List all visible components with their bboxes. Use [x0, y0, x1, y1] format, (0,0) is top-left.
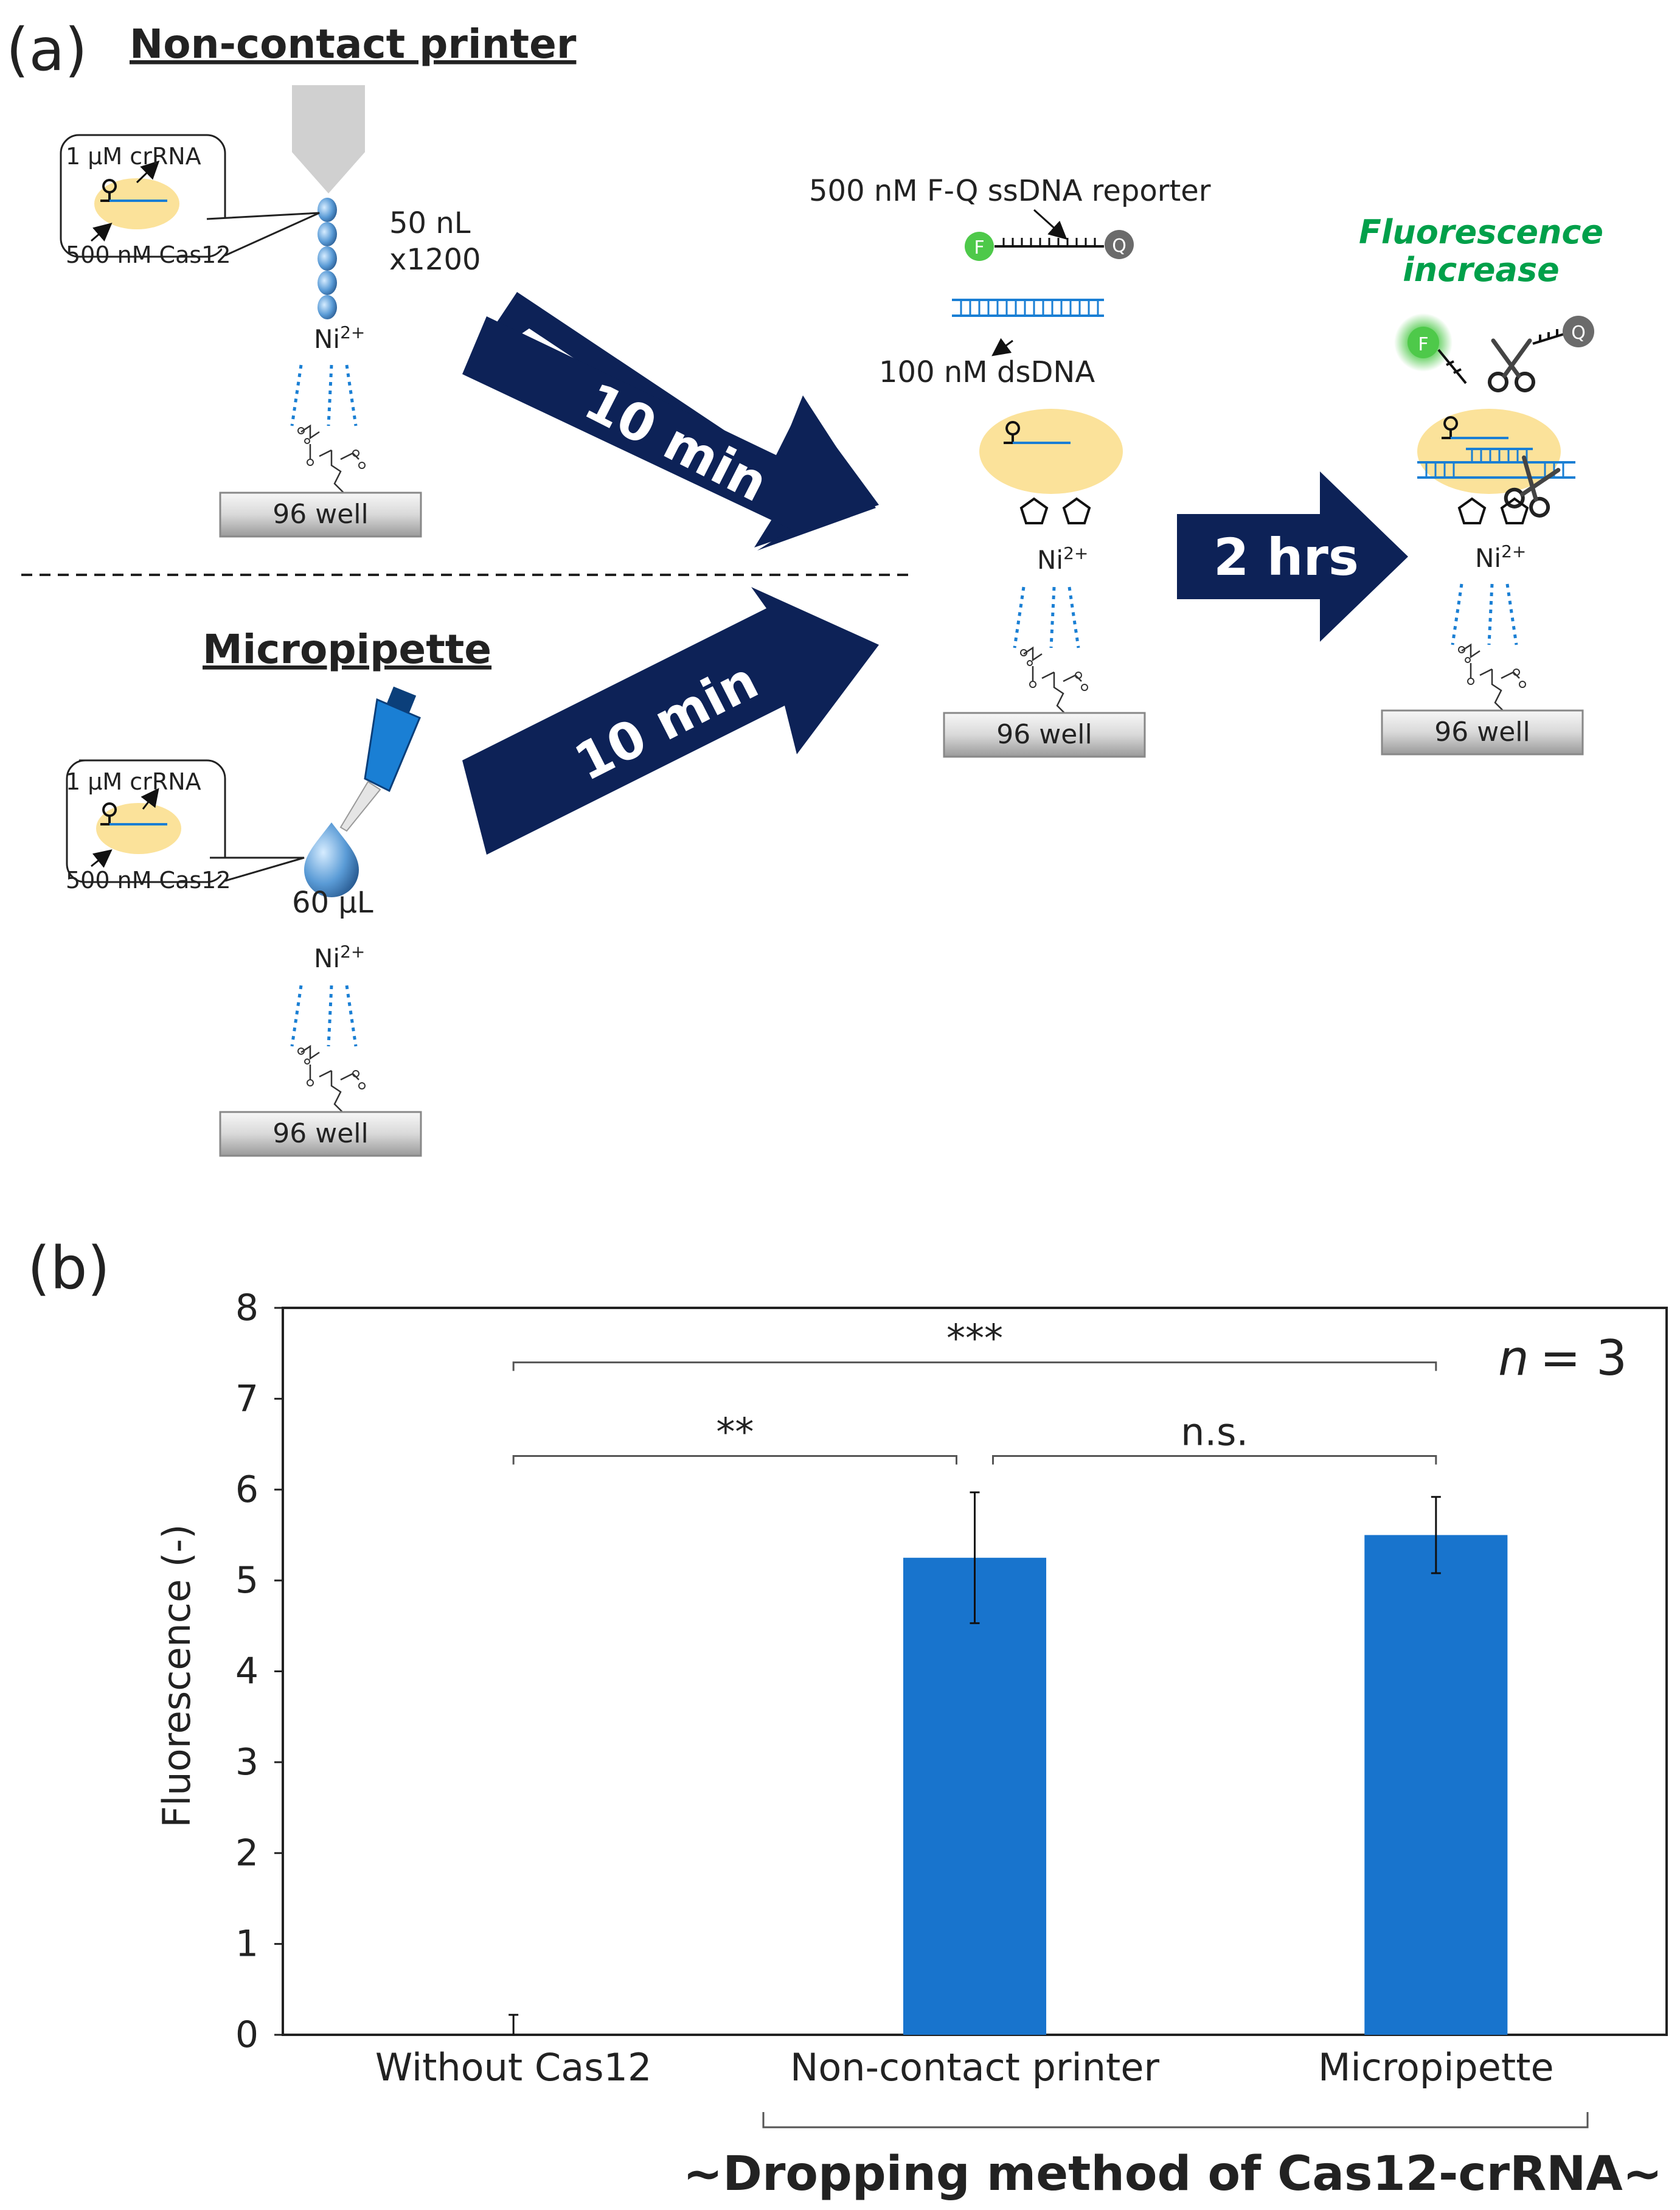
reporter-label: 500 nM F-Q ssDNA reporter [809, 174, 1211, 208]
significance-bracket [512, 1454, 957, 1465]
bars [509, 1491, 1508, 2035]
arrow-2hrs: 2 hrs [1177, 471, 1408, 642]
reagent-callout-bottom: 1 µM crRNA 500 nM Cas12 [66, 759, 305, 894]
crrna-label-bottom: 1 µM crRNA [66, 768, 201, 795]
y-tick-label: 7 [235, 1377, 259, 1420]
svg-text:Q: Q [1571, 322, 1586, 344]
cas12-label-top: 500 nM Cas12 [66, 242, 231, 268]
panel-a-label: (a) [6, 16, 88, 84]
cleaved-reporter-icon: F Q [1394, 313, 1594, 391]
x-tick-label: Without Cas12 [375, 2045, 652, 2090]
drop-volume: 50 nL [389, 206, 471, 240]
svg-text:Q: Q [1112, 235, 1126, 257]
well-plate-mid: 96 well [943, 712, 1146, 758]
x-tick-label: Micropipette [1318, 2045, 1554, 2090]
reporter-icon: F Q [965, 230, 1134, 261]
well-label-right: 96 well [1434, 717, 1530, 748]
bar-1 [903, 1557, 1047, 2035]
cas12-label-bottom: 500 nM Cas12 [66, 867, 231, 894]
group-brace [762, 2112, 1589, 2128]
y-axis-ticks: 0 1 2 3 4 5 6 7 8 [235, 1287, 283, 2056]
result-line1: Fluorescence [1359, 213, 1603, 251]
svg-text:F: F [974, 237, 984, 259]
dsdna-label: 100 nM dsDNA [879, 355, 1095, 389]
well-label-top: 96 well [272, 499, 368, 530]
droplets-icon [318, 198, 337, 319]
pipette-drop-icon [304, 822, 359, 897]
printer-nozzle-icon [292, 85, 365, 193]
significance-brackets: *****n.s. [512, 1316, 1437, 1465]
micropipette-title: Micropipette [203, 626, 491, 673]
printer-title: Non-contact printer [130, 21, 577, 68]
bar-2 [1364, 1535, 1508, 2035]
x-axis-labels: Without Cas12 Non-contact printer Micropip… [375, 2045, 1554, 2090]
well-label-mid: 96 well [996, 719, 1092, 750]
cas12-complex-mid [979, 409, 1123, 494]
y-tick-label: 4 [235, 1650, 259, 1693]
panel-b-label: (b) [27, 1234, 110, 1302]
ni-label-bottom: Ni2+ [314, 942, 365, 973]
pipette-volume: 60 µL [292, 886, 373, 920]
ni-label-top: Ni2+ [314, 322, 365, 354]
significance-bracket [512, 1361, 1437, 1371]
result-line2: increase [1403, 251, 1559, 289]
crrna-label-top: 1 µM crRNA [66, 143, 201, 170]
group-caption: ~Dropping method of Cas12-crRNA~ [683, 2147, 1662, 2201]
panel-a: (a) Non-contact printer 50 nL x1200 1 µM… [6, 16, 1603, 1157]
svg-text:F: F [1418, 334, 1428, 355]
well-label-bottom: 96 well [272, 1118, 368, 1149]
y-tick-label: 2 [235, 1832, 259, 1874]
n-annotation: n= 3 [1498, 1330, 1627, 1386]
significance-label: *** [946, 1316, 1003, 1361]
significance-label: n.s. [1181, 1409, 1248, 1454]
ni-label-right: Ni2+ [1475, 541, 1526, 573]
y-tick-label: 0 [235, 2014, 259, 2056]
significance-bracket [992, 1454, 1437, 1465]
pipette-icon [339, 686, 421, 832]
x-tick-label: Non-contact printer [790, 2045, 1160, 2090]
well-plate-bottom: 96 well [219, 1111, 422, 1157]
well-plate-top: 96 well [219, 492, 422, 538]
significance-label: ** [716, 1409, 754, 1454]
well-plate-right: 96 well [1381, 709, 1584, 756]
dsdna-icon [951, 299, 1105, 317]
y-tick-label: 1 [235, 1923, 259, 1965]
y-axis-label: Fluorescence (-) [154, 1524, 199, 1828]
y-tick-label: 6 [235, 1468, 259, 1511]
reagent-callout-top: 1 µM crRNA 500 nM Cas12 [60, 134, 320, 268]
y-tick-label: 5 [235, 1559, 259, 1602]
drop-count: x1200 [389, 243, 481, 277]
arrow-10min-top: 10 min [462, 292, 879, 551]
y-tick-label: 3 [235, 1741, 259, 1784]
arrow-10min-bottom: 10 min [462, 587, 879, 855]
ni-label-mid: Ni2+ [1037, 543, 1088, 575]
cas12-blob-icon [94, 178, 179, 229]
arrow-2hrs-label: 2 hrs [1213, 527, 1359, 587]
y-tick-label: 8 [235, 1287, 259, 1329]
